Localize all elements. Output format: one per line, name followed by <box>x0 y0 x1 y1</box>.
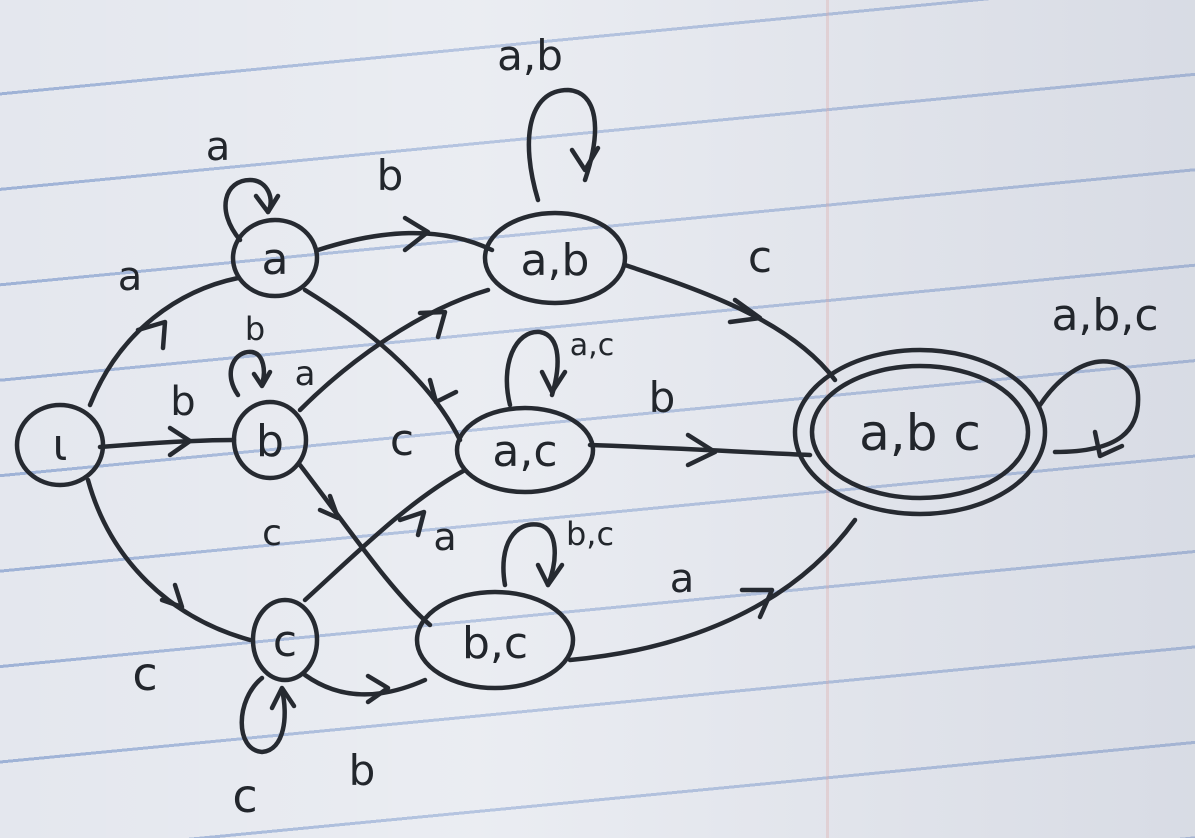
edge-ab-to-abc <box>622 262 838 383</box>
edge-ac-to-abc <box>587 442 813 458</box>
state-abc-outer <box>792 347 1048 517</box>
label-b-to-bc: c <box>262 513 282 554</box>
state-ac <box>454 405 596 495</box>
label-bc-loop: b,c <box>566 515 614 553</box>
arrowhead-loop-a <box>253 193 281 215</box>
arrowhead-ac-to-abc <box>685 432 718 468</box>
state-label-a: a <box>262 234 289 285</box>
label-a-to-ab: b <box>377 151 404 200</box>
state-labels: ι a b c a,b a,c b,c a,b c <box>53 234 981 669</box>
state-label-b: b <box>256 416 284 467</box>
label-ac-loop: a,c <box>570 328 614 363</box>
label-start-to-c: c <box>132 647 157 701</box>
state-label-abc: a,b c <box>859 404 981 462</box>
arrowhead-loop-abc <box>1092 429 1125 459</box>
arrowhead-start-to-b <box>167 425 193 458</box>
arrowhead-c-to-ac <box>397 509 427 538</box>
edge-a-to-ac <box>302 287 463 443</box>
label-c-to-ac: a <box>433 515 456 559</box>
state-label-ab: a,b <box>521 235 590 286</box>
loop-bc <box>501 522 557 588</box>
label-b-loop: b <box>245 310 265 348</box>
loop-a <box>223 177 273 243</box>
loop-b <box>228 349 267 398</box>
label-b-to-ab: a <box>295 354 316 394</box>
state-label-bc: b,c <box>462 618 528 669</box>
arrowhead-a-to-ab <box>402 215 431 253</box>
arrowhead-ab-to-abc <box>727 297 763 325</box>
label-start-to-b: b <box>170 379 195 425</box>
state-c <box>250 597 320 683</box>
loop-abc <box>1037 359 1141 455</box>
label-abc-loop: a,b,c <box>1051 290 1158 341</box>
loop-ab <box>526 87 598 203</box>
label-start-to-a: a <box>118 254 143 300</box>
margin-line <box>826 0 829 838</box>
arrowhead-b-to-bc <box>317 493 341 521</box>
state-b <box>231 399 309 481</box>
state-bc <box>414 589 576 691</box>
arrowhead-start-to-c <box>159 582 185 610</box>
arrowhead-loop-bc <box>535 562 565 588</box>
arrowhead-c-to-bc <box>365 673 391 705</box>
edge-b-to-bc <box>297 462 433 628</box>
label-a-loop: a <box>206 124 231 170</box>
arrowhead-b-to-ab <box>417 309 448 340</box>
state-label-start: ι <box>53 420 68 471</box>
loop-c <box>239 675 287 755</box>
edge-labels: a b c a b c b c a c a b a,b a,c b,c c b … <box>118 31 1159 823</box>
edges <box>85 215 858 705</box>
edge-start-to-c <box>85 477 253 643</box>
state-start <box>14 402 106 488</box>
state-label-c: c <box>273 616 297 667</box>
loop-ac <box>504 329 560 408</box>
states <box>14 210 1048 691</box>
label-ab-to-abc: c <box>748 232 772 283</box>
label-c-to-bc: b <box>349 746 376 795</box>
state-ab <box>482 210 628 306</box>
arrowhead-loop-c <box>269 685 297 711</box>
self-loops <box>223 87 1141 755</box>
arrowhead-loop-b <box>251 369 273 389</box>
edge-a-to-ab <box>315 230 495 253</box>
edge-start-to-a <box>87 275 241 408</box>
arrowhead-loop-ac <box>539 369 568 395</box>
edge-start-to-b <box>97 437 237 450</box>
edge-c-to-bc <box>302 672 428 697</box>
arrowhead-start-to-a <box>135 319 168 351</box>
edge-b-to-ab <box>297 287 491 413</box>
label-ac-to-abc: b <box>649 373 676 422</box>
edge-c-to-ac <box>302 467 468 603</box>
arrowhead-bc-to-abc <box>739 587 775 620</box>
arrowhead-loop-ab <box>569 145 601 173</box>
label-bc-to-abc: a <box>670 556 695 602</box>
label-ab-loop: a,b <box>497 31 563 80</box>
state-abc-inner <box>809 363 1031 501</box>
state-a <box>230 217 320 299</box>
label-c-loop: c <box>232 769 257 823</box>
arrowhead-a-to-ac <box>427 377 459 405</box>
label-a-to-ac: c <box>390 415 414 466</box>
state-label-ac: a,c <box>492 426 557 477</box>
edge-bc-to-abc <box>567 517 858 663</box>
